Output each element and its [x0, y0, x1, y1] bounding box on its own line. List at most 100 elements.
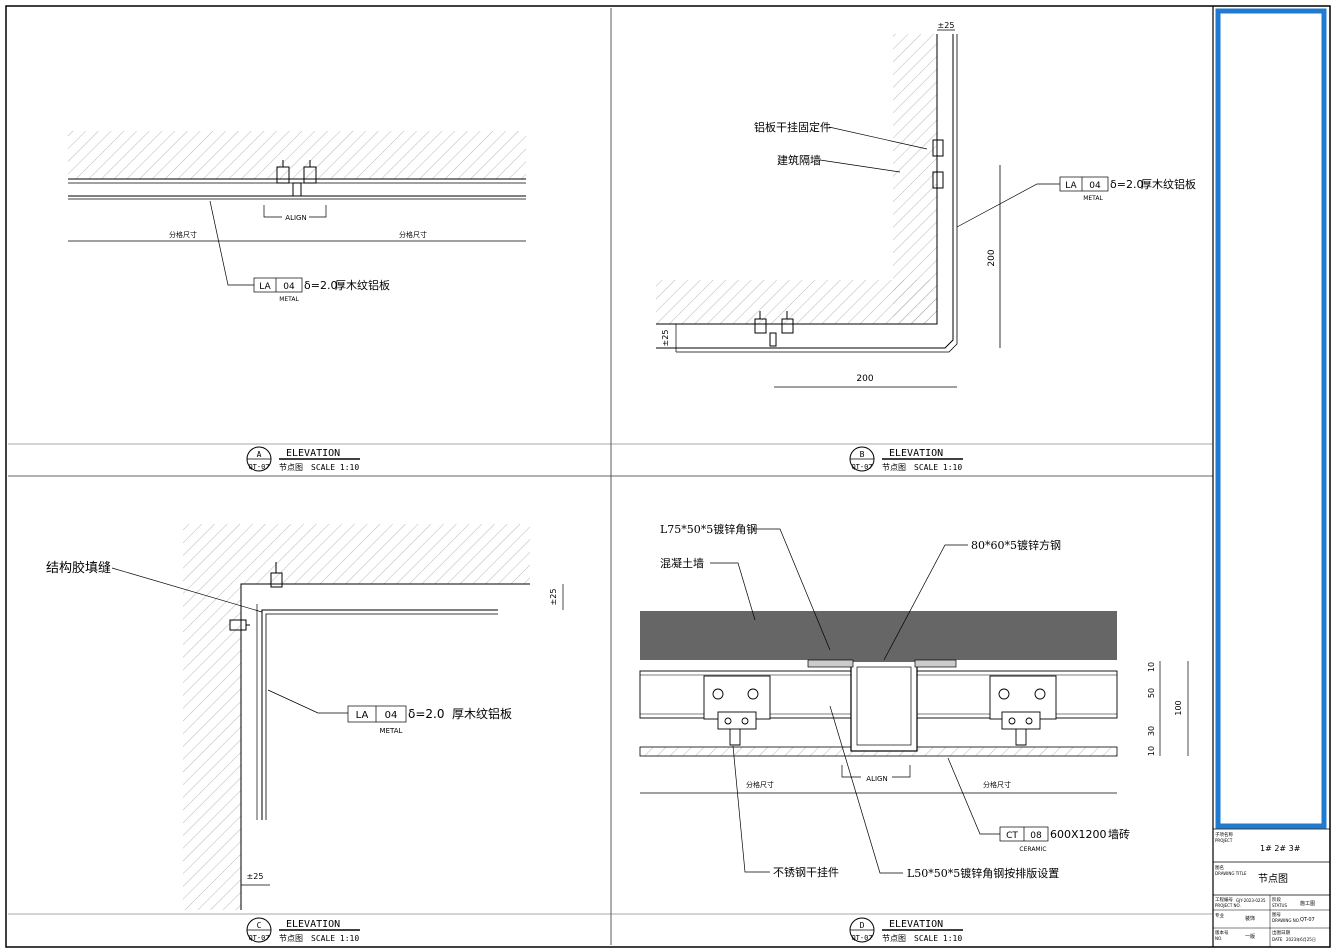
caption-title: 节点图 [279, 934, 303, 943]
material-prefix: 600X1200 [1050, 828, 1107, 841]
label-glue: 结构胶填缝 [46, 560, 111, 576]
drawing-value: 节点图 [1258, 873, 1288, 885]
title-block: 子项名称 PROJECT 1# 2# 3# 图名 DRAWING TITLE 节… [1213, 8, 1330, 947]
material-tag [347, 705, 407, 723]
dim-30: 30 [1147, 726, 1156, 736]
date-cn: 出图日期 [1272, 929, 1290, 936]
callout-sheet: QT-07 [248, 463, 269, 471]
label-angle2: L50*50*5镀锌角钢按排版设置 [907, 866, 1059, 880]
material-tag [253, 277, 303, 293]
blue-border-frame [1215, 8, 1327, 829]
sheet-border [5, 5, 1331, 948]
dim-100: 100 [1174, 700, 1183, 715]
drawing-no-value: QT-07 [1300, 917, 1315, 923]
align-label: ALIGN [285, 214, 306, 222]
dim-right-label: 分格尺寸 [399, 230, 427, 239]
material-code: LA [259, 282, 271, 292]
panel-face [261, 609, 498, 820]
caption-title: 节点图 [882, 463, 906, 472]
material-num: 04 [283, 282, 295, 292]
status-en: STATUS [1272, 903, 1287, 908]
major-value: 装饰 [1245, 915, 1255, 922]
align-bracket-right [309, 205, 327, 218]
wall-hatch-horizontal [656, 280, 937, 324]
dim-bottom: ±25 [247, 872, 264, 881]
bolt-group [276, 160, 317, 197]
leader-line [947, 757, 1000, 835]
material-cat: METAL [1083, 195, 1103, 202]
version-cn: 版本号 [1215, 929, 1229, 936]
label-concrete: 混凝土墙 [660, 556, 704, 570]
caption-title: 节点图 [882, 934, 906, 943]
wall-hatch-vertical [183, 584, 241, 910]
material-num: 04 [1089, 181, 1101, 191]
leader-line [956, 183, 1060, 228]
panel-c: ±25 ±25 结构胶填缝 LA 04 METAL δ=2.0 厚木纹铝板 C … [46, 524, 564, 943]
view-label: ELEVATION [286, 919, 340, 930]
view-label: ELEVATION [889, 448, 943, 459]
dim-10b: 10 [1147, 746, 1156, 756]
project-cn: 子项名称 [1215, 831, 1233, 838]
status-cn: 阶段 [1272, 896, 1281, 903]
dim-vertical: 200 [987, 249, 997, 266]
caption-scale: SCALE 1:10 [914, 463, 962, 472]
wall-face [656, 34, 938, 325]
panel-back [265, 613, 498, 820]
callout-letter: A [257, 450, 262, 459]
project-no-value: GJY-2023-0235 [1236, 898, 1266, 903]
wall-hatch-vertical [893, 34, 937, 324]
caption-title: 节点图 [279, 463, 303, 472]
version-en: NO. [1215, 936, 1222, 941]
label-angle: L75*50*5镀锌角钢 [660, 522, 757, 536]
dim-right: ±25 [549, 589, 558, 606]
dim-top: ±25 [938, 21, 955, 30]
concrete-wall [640, 611, 1117, 660]
dim-50: 50 [1147, 688, 1156, 698]
bracket-right [989, 675, 1057, 746]
panel-a: ALIGN 分格尺寸 分格尺寸 LA 04 METAL δ=2.0 厚木纹铝板 … [68, 131, 526, 472]
callout-letter: B [860, 450, 865, 459]
leader-line [267, 689, 348, 714]
material-desc: 墙砖 [1108, 827, 1130, 841]
material-cat: METAL [279, 296, 299, 303]
panel-back [676, 34, 958, 353]
material-code: LA [1065, 181, 1077, 191]
drawing-en: DRAWING TITLE [1215, 871, 1247, 876]
align-label: ALIGN [866, 775, 887, 783]
material-cat: CERAMIC [1019, 846, 1046, 853]
callout-letter: C [257, 921, 262, 930]
wall-hatch [68, 131, 526, 179]
date-value: 2023年6月25日 [1286, 936, 1316, 942]
wall-hatch-horizontal [183, 524, 530, 584]
dim-left: ±25 [661, 330, 670, 347]
material-tag [1059, 176, 1109, 192]
status-value: 施工图 [1300, 900, 1315, 907]
drawing-no-en: DRAWING NO. [1272, 918, 1300, 923]
bracket-left [703, 675, 771, 746]
material-num: 08 [1030, 831, 1042, 841]
caption-scale: SCALE 1:10 [311, 463, 359, 472]
project-no-en: PROJECT NO. [1215, 903, 1241, 908]
caption-scale: SCALE 1:10 [914, 934, 962, 943]
callout-sheet: QT-07 [851, 463, 872, 471]
material-prefix: δ=2.0 [408, 707, 444, 721]
panel-b: ±25 200 200 ±25 铝板干挂固定件 建筑隔墙 LA 04 METAL… [656, 21, 1196, 472]
material-desc: 厚木纹铝板 [1141, 177, 1196, 191]
material-code: LA [356, 710, 369, 721]
material-cat: METAL [380, 727, 403, 735]
dim-bottom: 200 [856, 374, 873, 384]
label-square: 80*60*5镀锌方钢 [971, 538, 1061, 552]
bolt-group [229, 562, 283, 631]
material-code: CT [1006, 831, 1018, 841]
date-en: DATE [1272, 937, 1283, 942]
label-wall: 建筑隔墙 [777, 153, 821, 167]
bolt-group [754, 139, 944, 347]
project-en: PROJECT [1215, 838, 1233, 843]
leader-line [209, 200, 254, 286]
project-no-cn: 工程编号 [1215, 896, 1233, 903]
square-steel-tube [850, 660, 918, 752]
project-value: 1# 2# 3# [1260, 844, 1301, 853]
align-bracket-left [263, 205, 282, 218]
view-label: ELEVATION [286, 448, 340, 459]
